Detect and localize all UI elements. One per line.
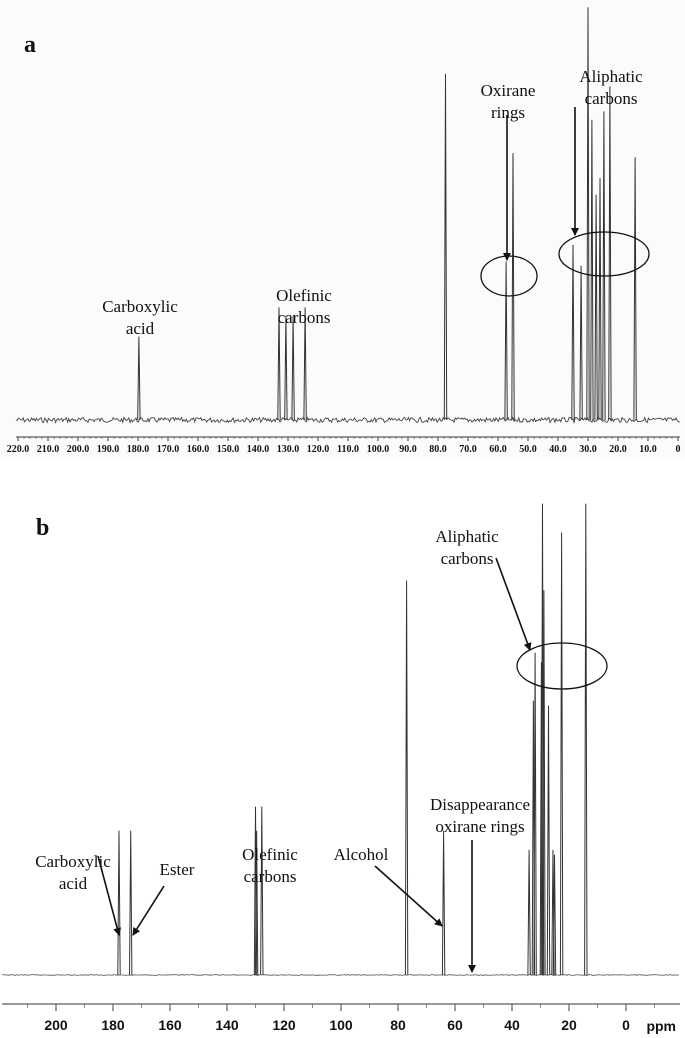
panel-b-label: b bbox=[36, 515, 49, 541]
panel-a-spectrum bbox=[15, 7, 680, 425]
x-tick-label: 80 bbox=[390, 1017, 406, 1033]
x-tick-label: 130.0 bbox=[277, 444, 300, 455]
spectrum-peak bbox=[117, 830, 121, 976]
spectrum-peak bbox=[284, 315, 288, 421]
x-tick-label: 190.0 bbox=[97, 444, 120, 455]
x-tick-label: 100.0 bbox=[367, 444, 390, 455]
x-tick-label: 40.0 bbox=[549, 444, 567, 455]
panel-a-label: a bbox=[24, 32, 36, 58]
x-tick-label: 150.0 bbox=[217, 444, 240, 455]
x-tick-label: 80.0 bbox=[429, 444, 447, 455]
spectrum-peak bbox=[404, 580, 409, 976]
spectrum-peak bbox=[137, 336, 141, 421]
spectrum-peak bbox=[571, 244, 575, 421]
x-tick-label: 170.0 bbox=[157, 444, 180, 455]
spectrum-peak bbox=[504, 261, 508, 421]
spectrum-peak bbox=[552, 854, 557, 976]
x-tick-label: 20.0 bbox=[609, 444, 627, 455]
highlight-ellipse bbox=[480, 255, 538, 297]
spectrum-peak bbox=[586, 7, 590, 421]
x-tick-label: 210.0 bbox=[37, 444, 60, 455]
x-tick-label: 30.0 bbox=[579, 444, 597, 455]
x-tick-label: 180 bbox=[101, 1017, 125, 1033]
x-tick-label: 100 bbox=[329, 1017, 353, 1033]
x-tick-label: 120 bbox=[272, 1017, 296, 1033]
x-tick-label: 40 bbox=[504, 1017, 520, 1033]
panel-b-spectrum bbox=[1, 503, 679, 976]
baseline bbox=[1, 974, 679, 976]
x-tick-label: 200 bbox=[44, 1017, 68, 1033]
annotation-arrow bbox=[97, 855, 122, 936]
spectrum-peak bbox=[533, 652, 537, 976]
x-tick-label: 0 bbox=[622, 1017, 630, 1033]
spectrum-peak bbox=[633, 157, 637, 421]
x-tick-label: 10.0 bbox=[639, 444, 657, 455]
panel-a-background bbox=[0, 0, 685, 460]
x-tick-label: 60.0 bbox=[489, 444, 507, 455]
spectrum-peak bbox=[303, 307, 307, 421]
x-tick-label: 140.0 bbox=[247, 444, 270, 455]
spectrum-peak bbox=[590, 119, 594, 421]
spectrum-peak bbox=[598, 178, 602, 421]
spectrum-peak bbox=[129, 830, 133, 976]
spectrum-peak bbox=[579, 265, 583, 421]
spectrum-peak bbox=[594, 194, 598, 421]
highlight-ellipse bbox=[516, 642, 608, 690]
x-tick-label: 60 bbox=[447, 1017, 463, 1033]
spectrum-peak bbox=[254, 830, 259, 976]
panel-a-x-axis: 220.0 210.0 200.0 190.0 180.0 170.0 160.0 150.0… bbox=[7, 436, 681, 455]
spectrum-peak bbox=[291, 315, 295, 421]
spectrum-peak bbox=[608, 86, 612, 421]
highlight-ellipse bbox=[558, 231, 650, 277]
annotation-arrow bbox=[374, 865, 443, 927]
peak-annotation: Ester bbox=[160, 860, 195, 879]
spectrum-peak bbox=[441, 830, 446, 976]
x-tick-label: 20 bbox=[561, 1017, 577, 1033]
x-tick-label: 180.0 bbox=[127, 444, 150, 455]
spectrum-peak bbox=[277, 307, 281, 421]
spectrum-peak bbox=[511, 153, 515, 421]
x-tick-label: 220.0 bbox=[7, 444, 30, 455]
x-tick-label: 160 bbox=[158, 1017, 182, 1033]
x-tick-label: 0 bbox=[676, 444, 681, 455]
spectrum-peak bbox=[260, 806, 264, 976]
x-axis-title: ppm bbox=[646, 1018, 676, 1034]
spectrum-peak bbox=[527, 849, 531, 976]
annotation-arrow bbox=[495, 557, 532, 651]
spectrum-peak bbox=[539, 662, 544, 976]
spectrum-peak bbox=[542, 590, 546, 976]
spectrum-peak bbox=[546, 705, 551, 976]
x-tick-label: 160.0 bbox=[187, 444, 210, 455]
spectrum-peak bbox=[443, 73, 448, 421]
baseline bbox=[15, 416, 680, 425]
spectrum-peak bbox=[584, 503, 588, 976]
x-tick-label: 120.0 bbox=[307, 444, 330, 455]
x-tick-label: 90.0 bbox=[399, 444, 417, 455]
x-tick-label: 50.0 bbox=[519, 444, 537, 455]
spectrum-peak bbox=[602, 111, 606, 421]
x-tick-label: 140 bbox=[215, 1017, 239, 1033]
peak-annotation: Alcohol bbox=[334, 845, 389, 864]
spectrum-peak bbox=[559, 532, 564, 976]
x-tick-label: 110.0 bbox=[337, 444, 359, 455]
x-tick-label: 70.0 bbox=[459, 444, 477, 455]
annotation-arrow bbox=[132, 885, 165, 936]
x-tick-label: 200.0 bbox=[67, 444, 90, 455]
